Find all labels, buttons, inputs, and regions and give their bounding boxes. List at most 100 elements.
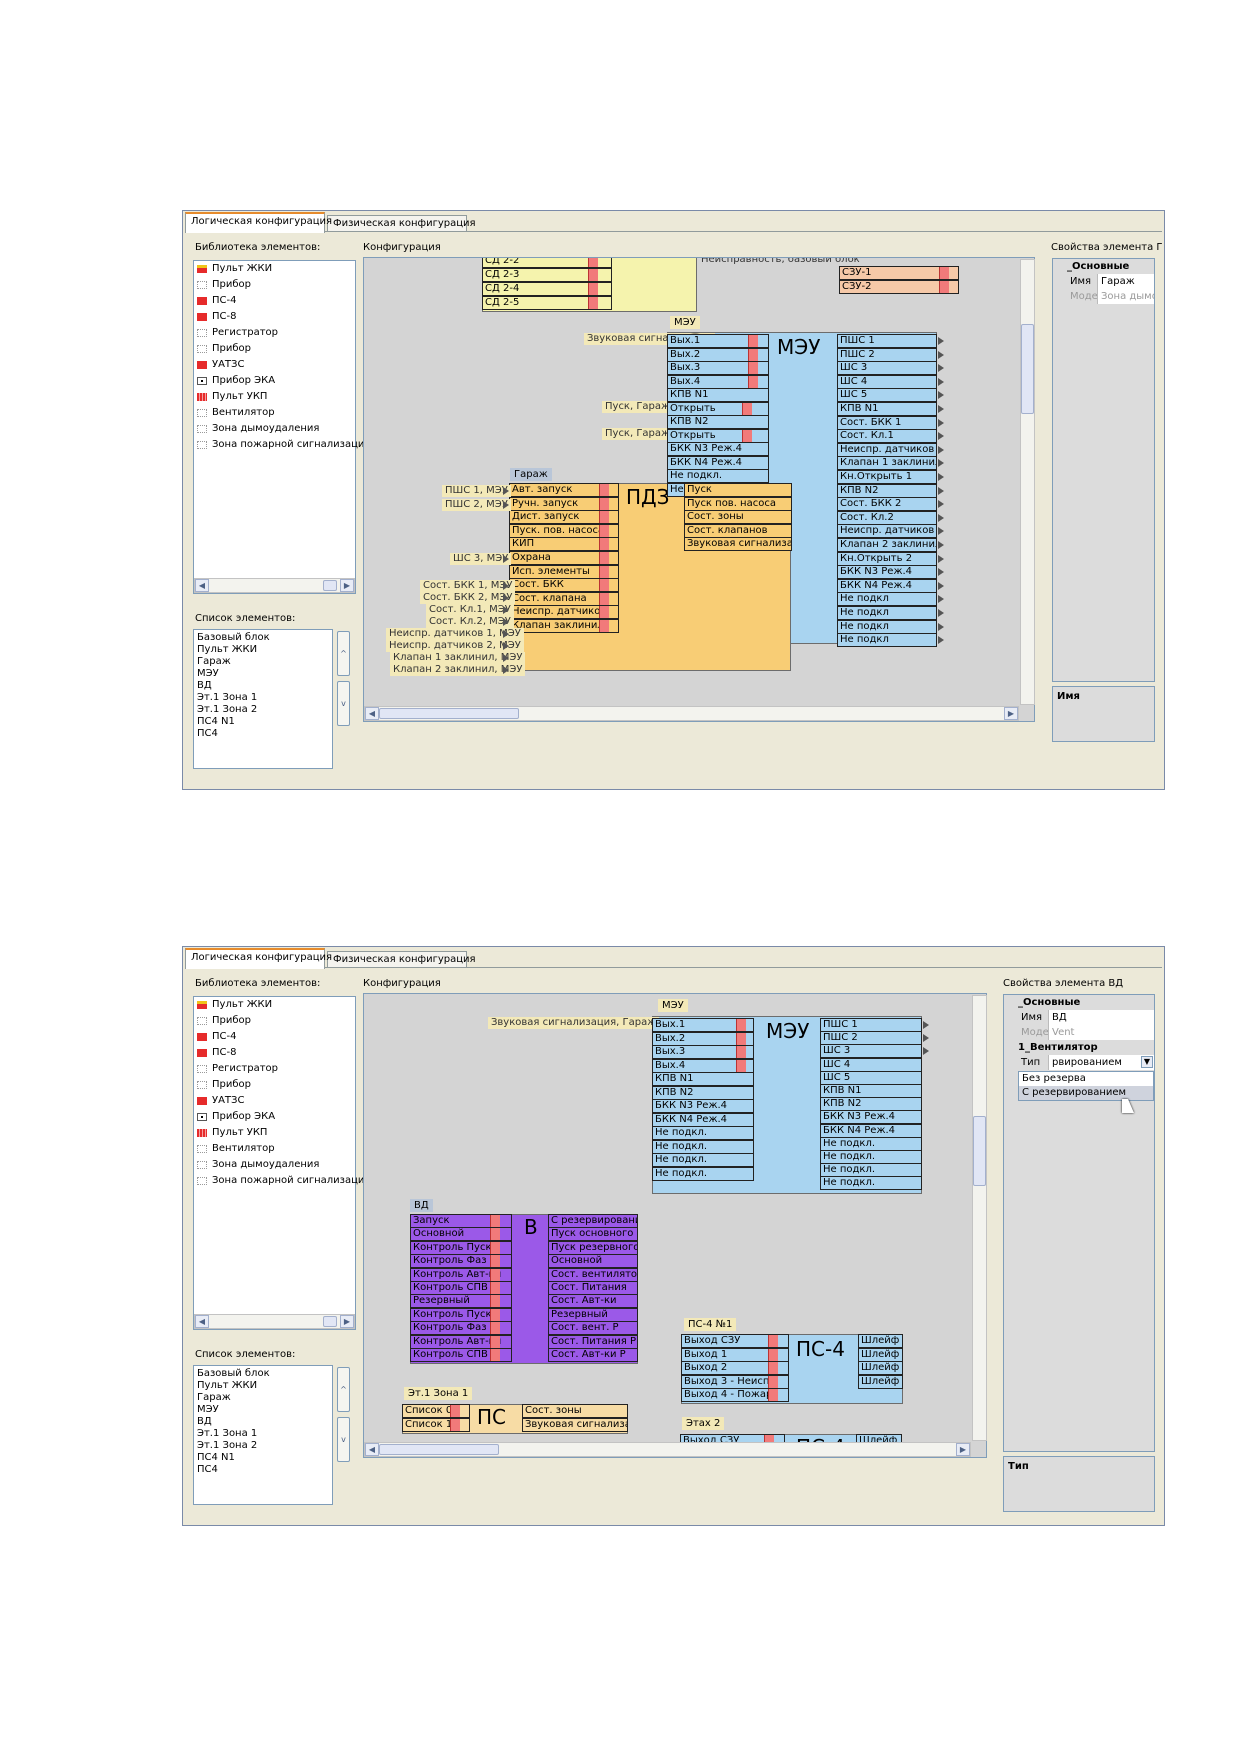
port[interactable]: Сост. БКК 1 bbox=[837, 415, 937, 430]
port[interactable]: Выход 3 - Неиспр. bbox=[681, 1374, 789, 1389]
list-item[interactable]: Эт.1 Зона 2 bbox=[197, 704, 258, 715]
port[interactable]: БКК N3 Реж.4 bbox=[820, 1110, 922, 1125]
hscroll-thumb[interactable] bbox=[379, 1444, 499, 1455]
szu-port[interactable]: СЗУ-1 bbox=[839, 266, 959, 280]
scroll-right-arrow[interactable]: ▶ bbox=[340, 1315, 354, 1328]
sd-port[interactable]: СД 2-5 bbox=[482, 296, 612, 310]
canvas-hscroll[interactable]: ◀ ▶ bbox=[364, 1442, 971, 1457]
meu-port[interactable]: Не подкл. bbox=[652, 1139, 754, 1154]
port[interactable]: КИП bbox=[509, 537, 619, 552]
port[interactable]: Охрана bbox=[509, 551, 619, 565]
port[interactable]: Контроль СПВ bbox=[410, 1348, 512, 1362]
port[interactable]: Клапан 2 заклинил bbox=[837, 538, 937, 552]
meu-port[interactable]: Не подкл. bbox=[652, 1153, 754, 1167]
tab-physical-config[interactable]: Физическая конфигурация bbox=[327, 951, 476, 968]
library-item[interactable]: Зона пожарной сигнализации bbox=[194, 437, 371, 453]
sd-port[interactable]: СД 2-4 bbox=[482, 282, 612, 296]
library-item[interactable]: Зона пожарной сигнализации bbox=[194, 1173, 371, 1189]
list-up-button[interactable]: ^ bbox=[337, 1367, 350, 1412]
list-item[interactable]: Эт.1 Зона 1 bbox=[197, 1428, 258, 1439]
port[interactable]: КПВ N2 bbox=[820, 1097, 922, 1112]
port[interactable]: Сост. Авт-ки bbox=[548, 1294, 638, 1309]
list-item[interactable]: Пульт ЖКИ bbox=[197, 644, 258, 655]
port[interactable]: ПШС 1 bbox=[837, 334, 937, 348]
port[interactable]: Пуск пов. насоса bbox=[684, 496, 792, 511]
list-item[interactable]: ПС4 N1 bbox=[197, 716, 235, 727]
props-category[interactable]: 1_Вентилятор bbox=[1004, 1040, 1154, 1055]
scroll-left-arrow[interactable]: ◀ bbox=[365, 707, 379, 720]
port[interactable]: Сост. Питания Р bbox=[548, 1334, 638, 1349]
props-category[interactable]: _Основные bbox=[1053, 259, 1154, 274]
library-item[interactable]: Пульт УКП bbox=[194, 1125, 355, 1141]
port[interactable]: Шлейф 4 bbox=[858, 1374, 903, 1389]
port[interactable]: Сост. Кл.1 bbox=[837, 429, 937, 444]
library-item[interactable]: УАТЗС bbox=[194, 357, 355, 373]
port[interactable]: ШС 3 bbox=[820, 1044, 922, 1059]
port[interactable]: Сост. Кл.2 bbox=[837, 510, 937, 525]
port[interactable]: Сост. зоны bbox=[522, 1404, 628, 1418]
library-item[interactable]: Вентилятор bbox=[194, 405, 355, 421]
meu-port[interactable]: Открыть bbox=[667, 401, 769, 416]
list-down-button[interactable]: v bbox=[337, 1417, 350, 1462]
meu-port[interactable]: БКК N3 Реж.4 bbox=[652, 1099, 754, 1113]
port[interactable]: Шлейф 3 bbox=[858, 1361, 903, 1376]
library-item[interactable]: УАТЗС bbox=[194, 1093, 355, 1109]
type-dropdown[interactable]: Без резерва С резервированием bbox=[1018, 1071, 1154, 1101]
library-item[interactable]: Пульт ЖКИ bbox=[194, 997, 355, 1013]
port[interactable]: Дист. запуск bbox=[509, 510, 619, 525]
meu-port[interactable]: Не подкл. bbox=[652, 1166, 754, 1181]
port[interactable]: ШС 3 bbox=[837, 361, 937, 376]
library-item[interactable]: Регистратор bbox=[194, 1061, 355, 1077]
library-item[interactable]: Прибор ЭКА bbox=[194, 373, 355, 389]
list-item[interactable]: ВД bbox=[197, 1416, 212, 1427]
meu-port[interactable]: БКК N3 Реж.4 bbox=[667, 442, 769, 456]
list-item[interactable]: ПС4 bbox=[197, 728, 218, 739]
meu-port[interactable]: КПВ N1 bbox=[667, 388, 769, 402]
port[interactable]: Клапан 1 заклинил bbox=[837, 456, 937, 471]
scroll-right-arrow[interactable]: ▶ bbox=[956, 1443, 970, 1456]
port[interactable]: Звуковая сигнализация bbox=[684, 537, 792, 552]
meu-port[interactable]: БКК N4 Реж.4 bbox=[652, 1112, 754, 1127]
dropdown-option[interactable]: Без резерва bbox=[1022, 1073, 1086, 1084]
port[interactable]: Сост. вент. Р bbox=[548, 1321, 638, 1336]
library-item[interactable]: Прибор bbox=[194, 277, 355, 293]
list-item[interactable]: ВД bbox=[197, 680, 212, 691]
meu-port[interactable]: КПВ N2 bbox=[652, 1085, 754, 1100]
port[interactable]: Пуск. пов. насоса bbox=[509, 523, 619, 538]
library-item[interactable]: Пульт ЖКИ bbox=[194, 261, 355, 277]
list-item[interactable]: Эт.1 Зона 2 bbox=[197, 1440, 258, 1451]
port[interactable]: Не подкл bbox=[837, 619, 937, 634]
meu-port[interactable]: КПВ N1 bbox=[652, 1072, 754, 1086]
library-item[interactable]: Зона дымоудаления bbox=[194, 1157, 355, 1173]
port[interactable]: Основной bbox=[548, 1254, 638, 1269]
scroll-left-arrow[interactable]: ◀ bbox=[195, 1315, 209, 1328]
port[interactable]: Сост. клапанов bbox=[684, 523, 792, 538]
scroll-left-arrow[interactable]: ◀ bbox=[365, 1443, 379, 1456]
library-item[interactable]: ПС-4 bbox=[194, 1029, 355, 1045]
scroll-left-arrow[interactable]: ◀ bbox=[195, 579, 209, 592]
library-item[interactable]: ПС-8 bbox=[194, 309, 355, 325]
dropdown-option-selected[interactable]: С резервированием bbox=[1019, 1086, 1153, 1100]
port[interactable]: Выход 2 bbox=[681, 1361, 789, 1376]
port[interactable]: Не подкл. bbox=[820, 1163, 922, 1178]
library-hscroll[interactable]: ◀ ▶ bbox=[194, 578, 355, 593]
meu-port[interactable]: КПВ N2 bbox=[667, 415, 769, 429]
port[interactable]: Не подкл bbox=[837, 592, 937, 607]
vscroll-thumb[interactable] bbox=[1021, 324, 1034, 414]
library-item[interactable]: Зона дымоудаления bbox=[194, 421, 355, 437]
list-item[interactable]: МЭУ bbox=[197, 1404, 219, 1415]
port[interactable]: Не подкл bbox=[837, 633, 937, 648]
library-item[interactable]: Прибор bbox=[194, 1077, 355, 1093]
hscroll-thumb[interactable] bbox=[379, 708, 519, 719]
port[interactable]: Выход 1 bbox=[681, 1347, 789, 1362]
list-item[interactable]: Базовый блок bbox=[197, 632, 270, 643]
scroll-thumb[interactable] bbox=[323, 580, 337, 591]
port[interactable]: КПВ N1 bbox=[837, 402, 937, 416]
port[interactable]: Сост. Авт-ки Р bbox=[548, 1348, 638, 1362]
list-down-button[interactable]: v bbox=[337, 681, 350, 726]
port[interactable]: Не подкл. bbox=[820, 1136, 922, 1151]
port[interactable]: Неиспр. датчиков 1 bbox=[837, 442, 937, 457]
